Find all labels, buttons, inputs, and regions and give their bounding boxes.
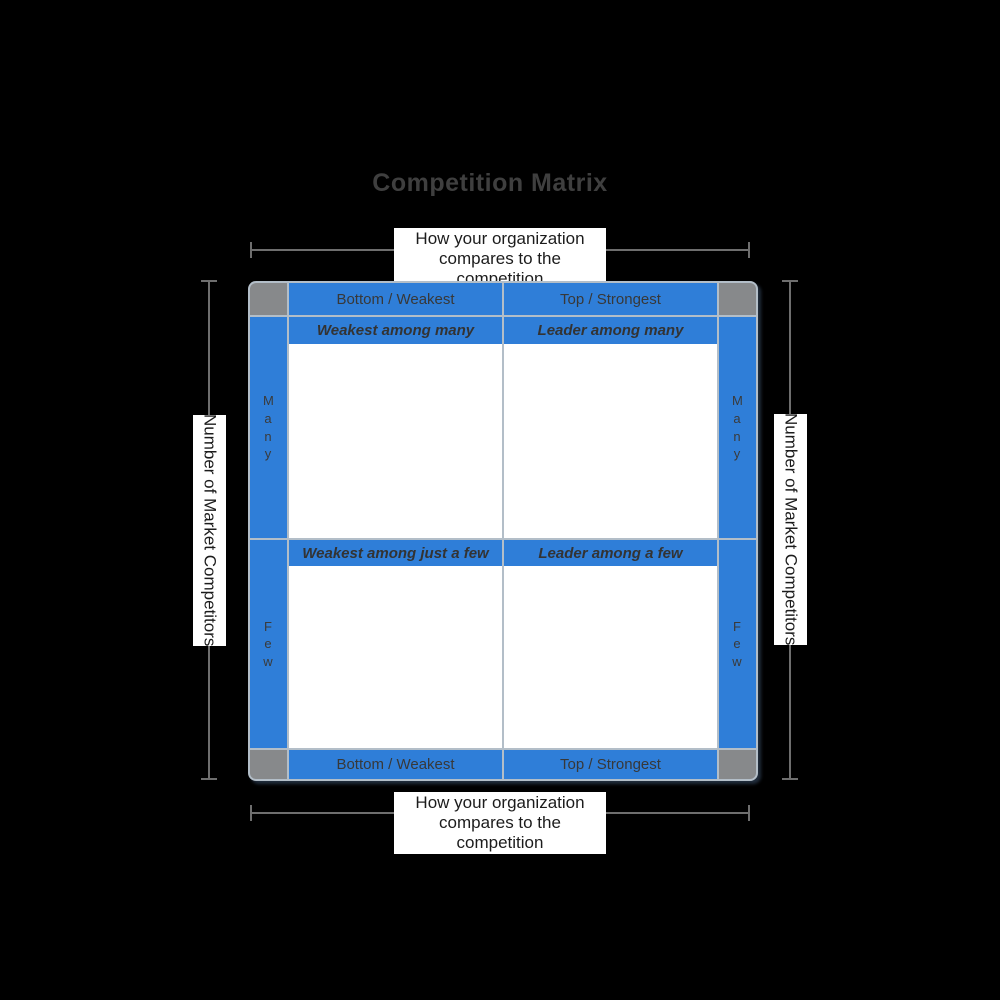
top-axis-label: How your organization compares to the co…: [394, 228, 606, 290]
quadrant-title: Weakest among many: [289, 317, 502, 344]
quadrant-body: [289, 566, 502, 748]
quadrant-title: Leader among a few: [504, 540, 717, 566]
column-header-top-right: Top / Strongest: [504, 283, 717, 315]
quadrant-title: Weakest among just a few: [289, 540, 502, 566]
quadrant-title: Leader among many: [504, 317, 717, 344]
quadrant-body: [504, 344, 717, 538]
corner-bottom-left: [250, 750, 287, 779]
bottom-axis-label: How your organization compares to the co…: [394, 792, 606, 854]
quadrant-body: [504, 566, 717, 748]
quadrant-weakest-among-just-a-few: Weakest among just a few: [289, 540, 502, 748]
column-header-top-left: Bottom / Weakest: [289, 283, 502, 315]
corner-top-right: [719, 283, 756, 315]
competition-matrix: Bottom / Weakest Top / Strongest Many We…: [248, 281, 758, 781]
column-header-bottom-right: Top / Strongest: [504, 750, 717, 779]
row-label-left-many: Many: [250, 317, 287, 538]
quadrant-leader-among-a-few: Leader among a few: [504, 540, 717, 748]
quadrant-leader-among-many: Leader among many: [504, 317, 717, 538]
page-title: Competition Matrix: [372, 169, 608, 197]
corner-top-left: [250, 283, 287, 315]
right-axis-label: Number of Market Competitors: [774, 413, 807, 646]
corner-bottom-right: [719, 750, 756, 779]
row-label-right-many: Many: [719, 317, 756, 538]
row-label-right-few: Few: [719, 540, 756, 748]
column-header-bottom-left: Bottom / Weakest: [289, 750, 502, 779]
row-label-left-few: Few: [250, 540, 287, 748]
left-axis-label: Number of Market Competitors: [193, 414, 226, 647]
quadrant-weakest-among-many: Weakest among many: [289, 317, 502, 538]
quadrant-body: [289, 344, 502, 538]
